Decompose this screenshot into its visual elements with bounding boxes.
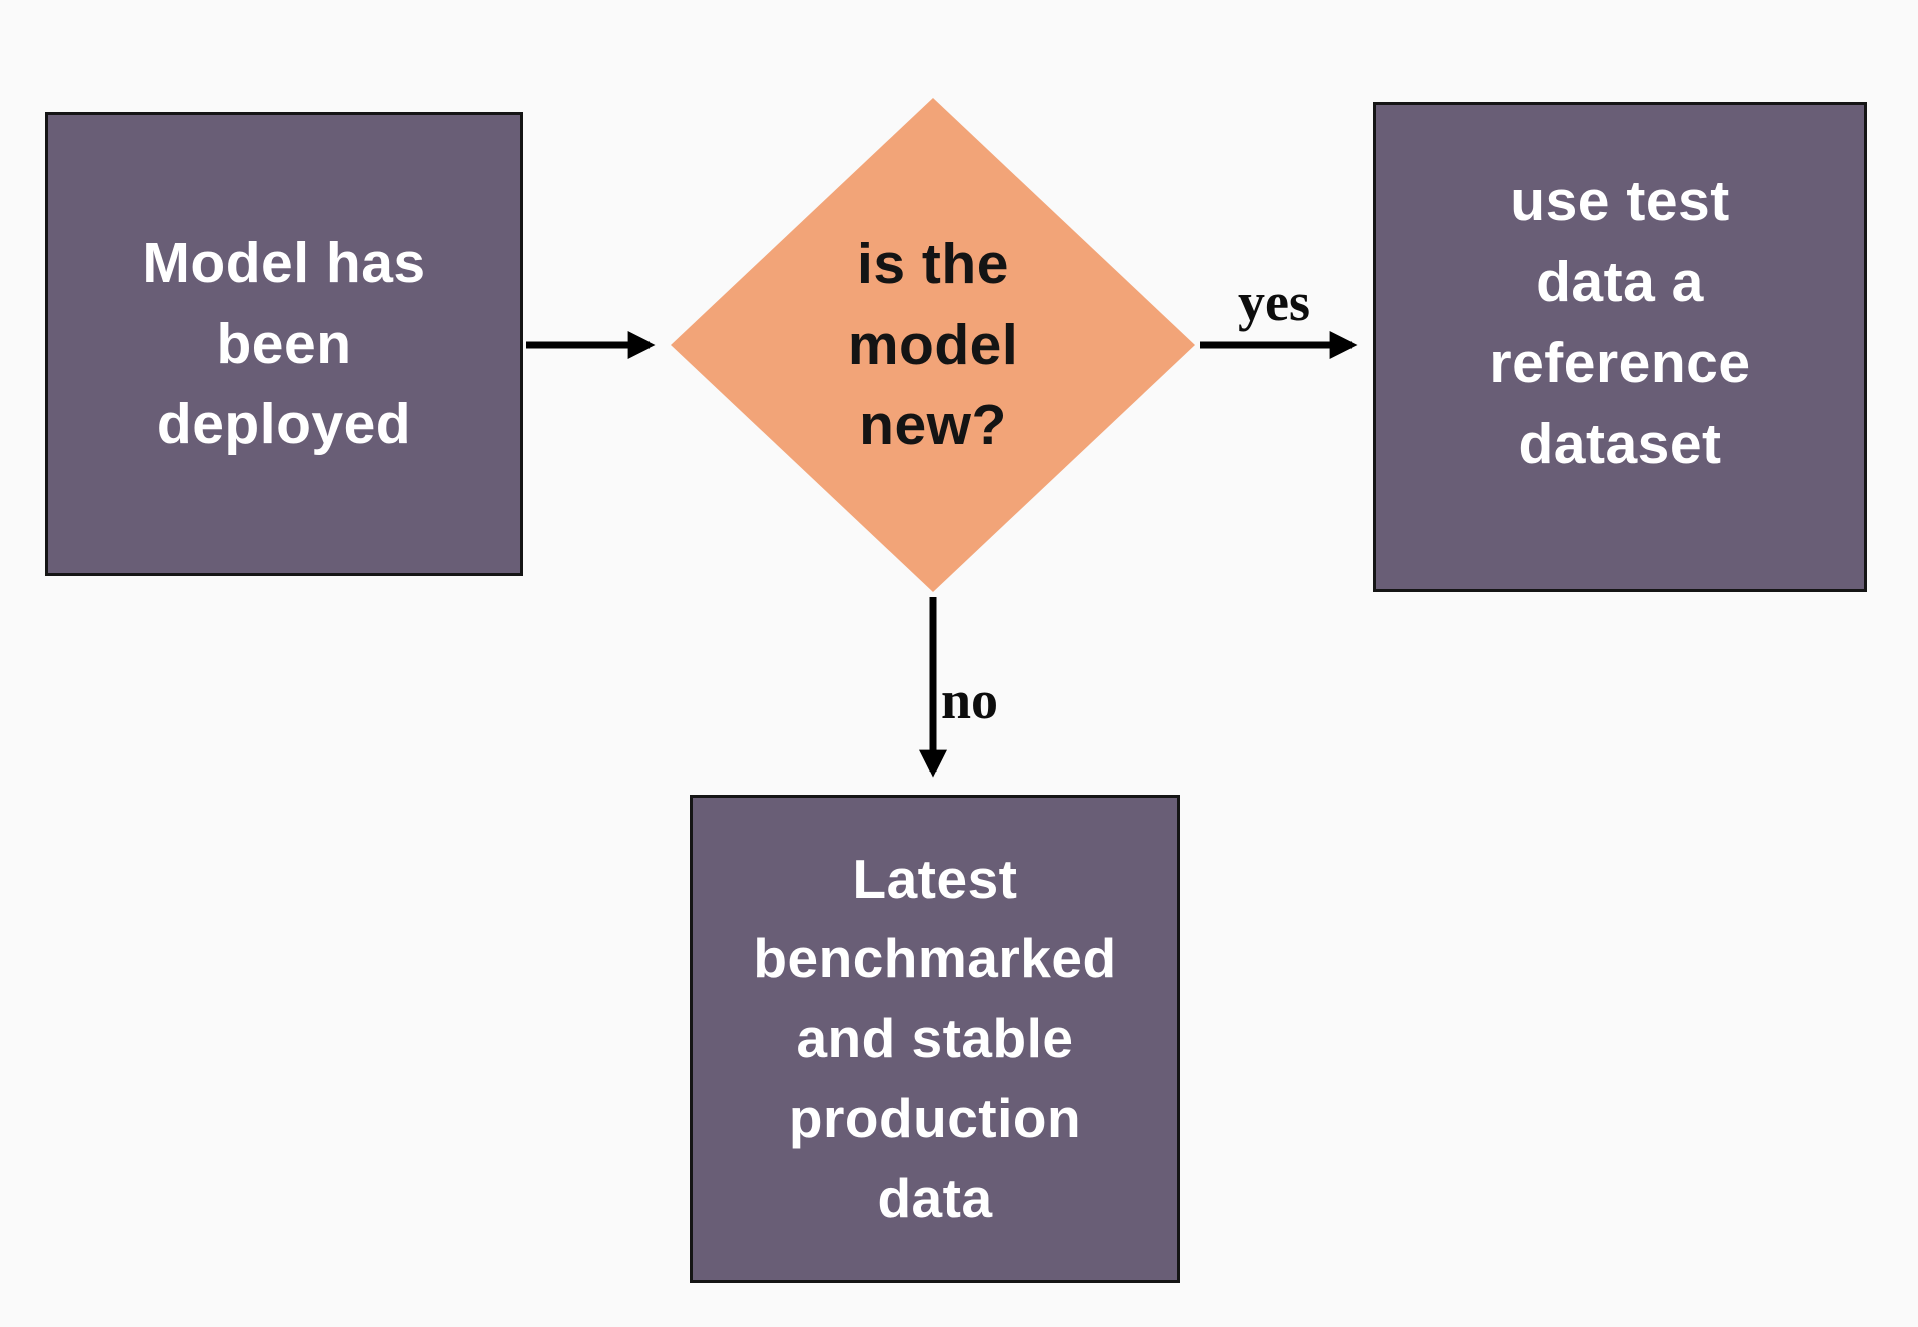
edge-label-no: no xyxy=(941,670,999,730)
node-use-test-data-label: use test data a reference dataset xyxy=(1489,169,1751,476)
node-model-deployed: Model has been deployed xyxy=(45,112,523,576)
node-decision-label: is the model new? xyxy=(847,231,1019,458)
edge-label-yes: yes xyxy=(1238,272,1310,332)
node-decision-diamond xyxy=(671,98,1195,592)
node-production-data-label: Latest benchmarked and stable production… xyxy=(753,847,1117,1229)
node-production-data: Latest benchmarked and stable production… xyxy=(690,795,1180,1283)
node-use-test-data: use test data a reference dataset xyxy=(1373,102,1867,592)
node-decision-label-wrap: is the model new? xyxy=(763,223,1103,467)
node-model-deployed-label: Model has been deployed xyxy=(142,230,426,457)
